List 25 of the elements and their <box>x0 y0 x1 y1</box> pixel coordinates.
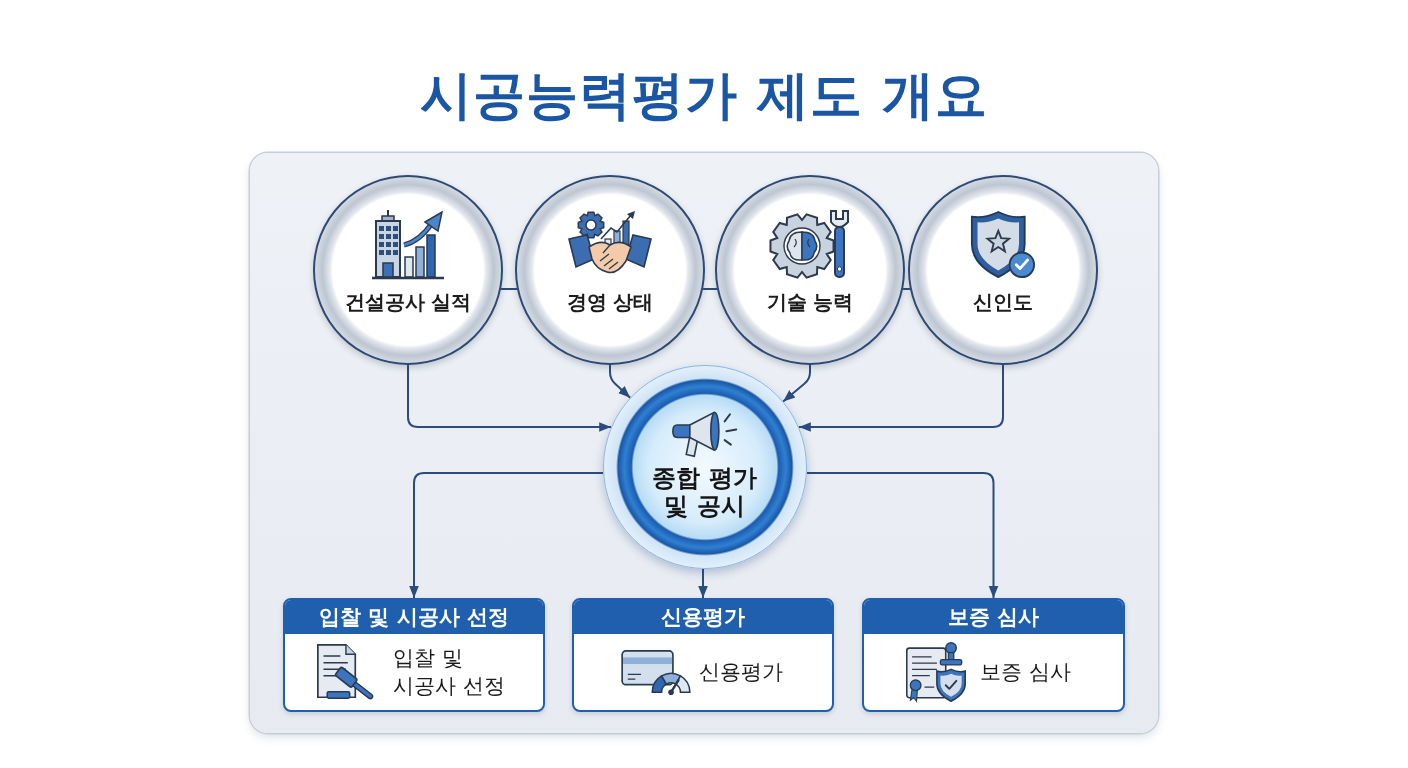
hub-circle <box>603 365 807 569</box>
title: 시공능력평가 제도 개요 <box>419 64 989 127</box>
card-header: 보증 심사 <box>864 600 1123 634</box>
circle-label: 건설공사 실적 <box>344 289 472 315</box>
card-text: 신용평가 <box>699 659 783 686</box>
arrow <box>409 472 605 599</box>
arrow <box>407 364 613 432</box>
arrow <box>797 364 1004 432</box>
arrow <box>609 364 632 399</box>
card-text: 보증 심사 <box>980 659 1071 686</box>
circle-label: 경영 상태 <box>566 289 654 315</box>
connector-line <box>500 288 518 290</box>
hub-label: 종합 평가 및 공시 <box>651 464 758 520</box>
info-card <box>572 598 834 712</box>
info-card <box>862 598 1125 712</box>
info-card <box>283 598 545 712</box>
card-header: 입찰 및 시공사 선정 <box>285 600 543 634</box>
arrow <box>805 472 999 599</box>
circle-label: 신인도 <box>973 289 1033 315</box>
card-text: 입찰 및 시공사 선정 <box>393 645 506 700</box>
card-header: 신용평가 <box>574 600 832 634</box>
arrow <box>782 364 811 403</box>
circle-label: 기술 능력 <box>766 289 854 315</box>
panel <box>250 153 1158 733</box>
arrow <box>698 568 708 599</box>
